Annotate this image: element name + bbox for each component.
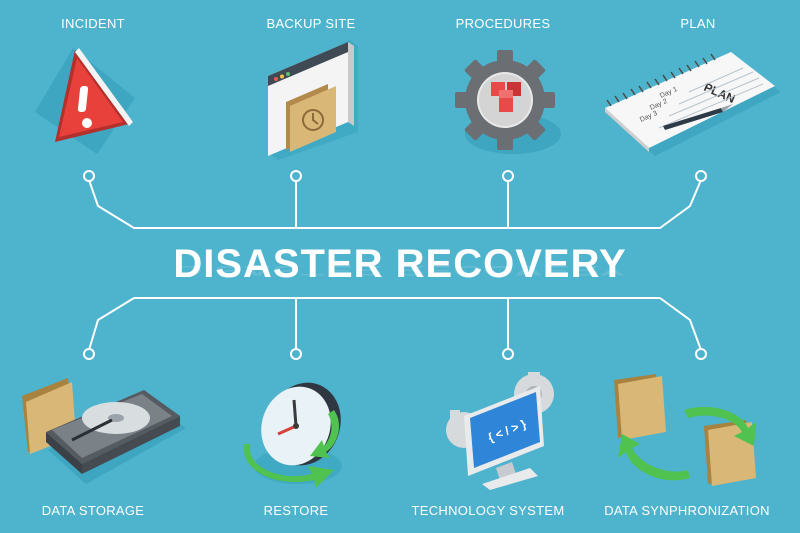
folder-sync-icon — [614, 374, 756, 486]
label-restore: RESTORE — [263, 503, 329, 518]
node-technology — [502, 348, 514, 360]
title-reflection: DISASTER RECOVERY — [173, 262, 627, 278]
label-incident: INCIDENT — [61, 16, 125, 31]
diagram-title: DISASTER RECOVERY — [173, 242, 627, 286]
node-data-storage — [83, 348, 95, 360]
node-restore — [290, 348, 302, 360]
label-data-synchronization: DATA SYNPHRONIZATION — [604, 503, 770, 518]
connector-data-storage — [88, 297, 135, 351]
warning-icon — [35, 48, 135, 154]
connector-sync — [659, 297, 702, 351]
connector-plan — [620, 179, 702, 229]
label-plan: PLAN — [680, 16, 716, 31]
label-technology-system: TECHNOLOGY SYSTEM — [411, 503, 565, 518]
folder-browser-icon — [268, 40, 358, 160]
node-procedures — [502, 170, 514, 182]
node-backup-site — [290, 170, 302, 182]
label-data-storage: DATA STORAGE — [41, 503, 145, 518]
label-backup-site: BACKUP SITE — [266, 16, 356, 31]
connector-incident — [88, 179, 180, 229]
hard-drive-icon — [22, 378, 186, 484]
node-incident — [83, 170, 95, 182]
gear-cubes-icon — [455, 50, 561, 154]
node-plan — [695, 170, 707, 182]
notepad-plan-icon: PLAN Day 1 Day 2 Day 3 — [605, 52, 781, 156]
clock-restore-icon — [243, 382, 342, 488]
label-procedures: PROCEDURES — [455, 16, 551, 31]
monitor-code-icon: { < / > } — [446, 372, 554, 490]
node-sync — [695, 348, 707, 360]
